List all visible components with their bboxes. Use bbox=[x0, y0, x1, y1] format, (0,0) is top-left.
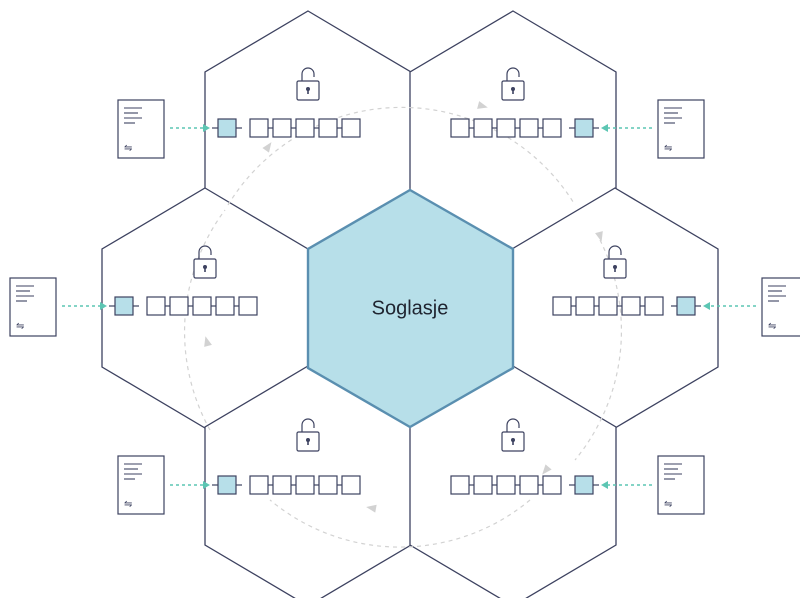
block bbox=[341, 118, 361, 138]
transfer-symbol: ⇋ bbox=[124, 499, 132, 510]
block bbox=[450, 118, 470, 138]
transaction-arrowhead bbox=[601, 124, 608, 132]
new-block bbox=[217, 475, 237, 495]
nodes-content: ⇋ ⇋ ⇋ ⇋ ⇋ ⇋ bbox=[9, 67, 800, 515]
transfer-symbol: ⇋ bbox=[664, 499, 672, 510]
document-icon: ⇋ bbox=[117, 455, 165, 515]
document-icon: ⇋ bbox=[9, 277, 57, 337]
transaction-arrowhead bbox=[703, 302, 710, 310]
block bbox=[215, 296, 235, 316]
block bbox=[295, 118, 315, 138]
block bbox=[519, 118, 539, 138]
node-middle-left: ⇋ bbox=[9, 245, 258, 337]
cycle-arrowhead bbox=[366, 504, 377, 513]
block bbox=[552, 296, 572, 316]
document-icon: ⇋ bbox=[657, 455, 705, 515]
block bbox=[542, 118, 562, 138]
cycle-arrowhead bbox=[477, 101, 488, 109]
transfer-symbol: ⇋ bbox=[664, 143, 672, 154]
consensus-hexagon bbox=[306, 188, 515, 429]
transfer-symbol: ⇋ bbox=[768, 321, 776, 332]
new-block bbox=[574, 475, 594, 495]
block bbox=[542, 475, 562, 495]
node-top-left: ⇋ bbox=[117, 67, 361, 159]
block bbox=[473, 475, 493, 495]
cycle-arrowhead bbox=[595, 231, 603, 242]
block bbox=[473, 118, 493, 138]
new-block bbox=[217, 118, 237, 138]
block bbox=[621, 296, 641, 316]
transaction-arrowhead bbox=[601, 481, 608, 489]
block bbox=[519, 475, 539, 495]
node-middle-right: ⇋ bbox=[552, 245, 800, 337]
block bbox=[575, 296, 595, 316]
block bbox=[169, 296, 189, 316]
unlocked-padlock-icon bbox=[193, 245, 217, 279]
block bbox=[496, 475, 516, 495]
block bbox=[295, 475, 315, 495]
block bbox=[272, 118, 292, 138]
blockchain bbox=[109, 296, 258, 316]
unlocked-padlock-icon bbox=[501, 418, 525, 452]
center-label: Soglasje bbox=[372, 297, 449, 319]
unlocked-padlock-icon bbox=[501, 67, 525, 101]
node-top-right: ⇋ bbox=[450, 67, 705, 159]
blockchain bbox=[450, 118, 599, 138]
blockchain bbox=[212, 118, 361, 138]
new-block bbox=[574, 118, 594, 138]
block bbox=[598, 296, 618, 316]
transfer-symbol: ⇋ bbox=[16, 321, 24, 332]
block bbox=[272, 475, 292, 495]
blockchain bbox=[552, 296, 701, 316]
node-bottom-right: ⇋ bbox=[450, 418, 705, 515]
block bbox=[341, 475, 361, 495]
cycle-arrowhead bbox=[262, 142, 272, 153]
block bbox=[318, 118, 338, 138]
unlocked-padlock-icon bbox=[296, 418, 320, 452]
transaction-arrowhead bbox=[203, 481, 210, 489]
block bbox=[450, 475, 470, 495]
blockchain bbox=[450, 475, 599, 495]
consensus-cycle-arrowheads bbox=[204, 101, 603, 513]
unlocked-padlock-icon bbox=[296, 67, 320, 101]
new-block bbox=[114, 296, 134, 316]
document-icon: ⇋ bbox=[761, 277, 800, 337]
cycle-arrowhead bbox=[204, 336, 212, 347]
new-block bbox=[676, 296, 696, 316]
transaction-arrowhead bbox=[203, 124, 210, 132]
block bbox=[238, 296, 258, 316]
block bbox=[318, 475, 338, 495]
transaction-arrowhead bbox=[100, 302, 107, 310]
block bbox=[192, 296, 212, 316]
unlocked-padlock-icon bbox=[603, 245, 627, 279]
document-icon: ⇋ bbox=[657, 99, 705, 159]
node-bottom-left: ⇋ bbox=[117, 418, 361, 515]
block bbox=[249, 118, 269, 138]
block bbox=[146, 296, 166, 316]
block bbox=[644, 296, 664, 316]
cycle-arrowhead bbox=[542, 464, 552, 475]
transfer-symbol: ⇋ bbox=[124, 143, 132, 154]
block bbox=[249, 475, 269, 495]
block bbox=[496, 118, 516, 138]
document-icon: ⇋ bbox=[117, 99, 165, 159]
blockchain bbox=[212, 475, 361, 495]
